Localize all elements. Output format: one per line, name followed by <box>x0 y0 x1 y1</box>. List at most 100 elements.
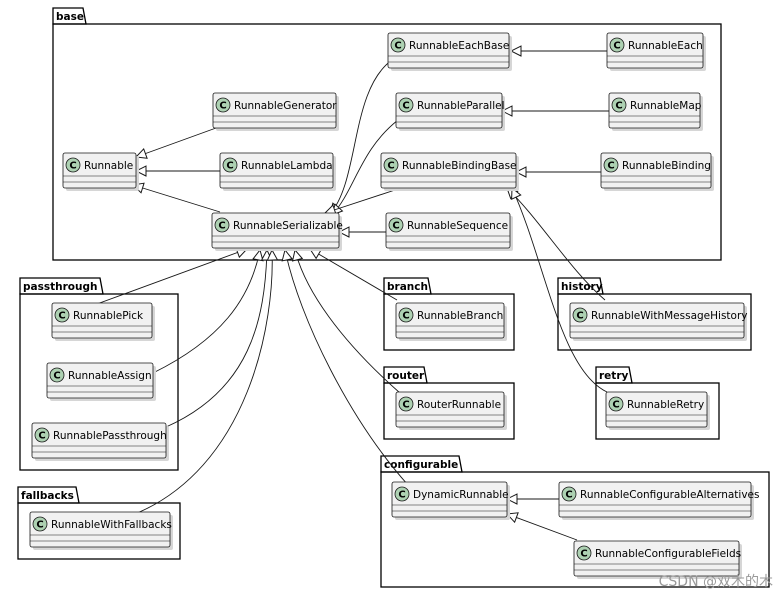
class-marker-letter: C <box>402 311 409 322</box>
edge-bindingbase-to-serializable <box>325 188 399 213</box>
class-marker-letter: C <box>402 400 409 411</box>
class-name: DynamicRunnable <box>413 489 509 501</box>
class-name: RunnableEach <box>628 40 703 52</box>
edge-serializable-to-runnable <box>133 185 221 213</box>
class-marker-letter: C <box>613 41 620 52</box>
class-marker-icon <box>608 396 624 412</box>
edge-fields-to-dynamic <box>507 514 578 541</box>
class-box <box>605 391 708 428</box>
edge-branch-to-serializable <box>310 249 398 301</box>
class-name: RunnableBinding <box>622 160 711 172</box>
edge-assign-to-serializable <box>152 250 260 374</box>
class-marker-icon <box>65 157 81 173</box>
class-marker-icon <box>222 157 238 173</box>
class-marker-letter: C <box>392 221 399 232</box>
class-marker-icon <box>49 367 65 383</box>
class-marker-letter: C <box>387 161 394 172</box>
class-box <box>608 92 701 129</box>
class-name: RunnableConfigurableAlternatives <box>580 489 759 501</box>
class-marker-letter: C <box>58 311 65 322</box>
class-runnable-sequence: C RunnableSequence <box>385 212 513 251</box>
class-box <box>395 302 505 339</box>
class-marker-letter: C <box>394 41 401 52</box>
class-marker-icon <box>609 37 625 53</box>
package-passthrough: passthrough <box>19 277 179 471</box>
class-name: RunnableSequence <box>407 220 508 232</box>
class-box <box>29 511 171 548</box>
class-marker-icon <box>32 516 48 532</box>
package-label: retry <box>599 370 628 382</box>
class-box <box>31 422 167 459</box>
class-box <box>380 152 517 189</box>
edge-fallbacks-to-serializable <box>129 250 272 517</box>
class-marker-letter: C <box>398 490 405 501</box>
class-marker-letter: C <box>615 101 622 112</box>
class-marker-icon <box>572 307 588 323</box>
class-marker-letter: C <box>607 161 614 172</box>
class-box <box>606 32 704 69</box>
class-name: RunnableBindingBase <box>402 160 517 172</box>
class-marker-letter: C <box>69 161 76 172</box>
class-box <box>387 32 510 69</box>
class-runnable-pick: C RunnablePick <box>51 302 155 341</box>
package-branch: branch <box>383 277 515 351</box>
class-name: RunnableWithMessageHistory <box>591 310 747 322</box>
package-label: history <box>561 281 603 293</box>
class-runnable-each: C RunnableEach <box>606 32 706 71</box>
class-name: RunnableMap <box>630 100 702 112</box>
edge-dynamic-to-serializable <box>285 250 409 486</box>
class-name: RunnableLambda <box>241 160 333 172</box>
class-marker-icon <box>561 486 577 502</box>
class-name: RunnableRetry <box>627 399 704 411</box>
class-marker-icon <box>611 97 627 113</box>
class-runnable-configurable-fields: C RunnableConfigurableFields <box>573 540 742 579</box>
class-name: Runnable <box>84 160 133 172</box>
edges <box>85 51 609 541</box>
edge-router-to-serializable <box>295 250 401 394</box>
class-box <box>51 302 153 339</box>
package-fallbacks: fallbacks <box>17 486 181 560</box>
class-router-runnable: C RouterRunnable <box>395 391 507 430</box>
package-label: configurable <box>384 459 458 471</box>
edge-retry-to-bindingbase <box>512 188 608 393</box>
class-name: RunnableParallel <box>417 100 505 112</box>
class-runnable-map: C RunnableMap <box>608 92 703 131</box>
class-marker-icon <box>398 97 414 113</box>
edge-eachbase-to-serializable <box>330 59 393 214</box>
class-marker-letter: C <box>226 161 233 172</box>
class-name: RunnableConfigurableFields <box>595 548 741 560</box>
class-marker-icon <box>398 307 414 323</box>
edge-parallel-to-serializable <box>332 119 399 215</box>
class-marker-icon <box>383 157 399 173</box>
package-label: branch <box>387 281 428 293</box>
class-name: RunnableEachBase <box>409 40 509 52</box>
class-name: RunnablePick <box>73 310 144 322</box>
package-label: fallbacks <box>21 490 74 502</box>
class-name: RunnableWithFallbacks <box>51 519 172 531</box>
package-label: router <box>387 370 425 382</box>
class-marker-icon <box>54 307 70 323</box>
class-marker-letter: C <box>580 549 587 560</box>
class-marker-icon <box>398 396 414 412</box>
class-box <box>391 481 508 518</box>
class-marker-icon <box>388 217 404 233</box>
class-runnable: C Runnable <box>62 152 139 191</box>
class-marker-letter: C <box>402 101 409 112</box>
class-marker-icon <box>215 97 231 113</box>
class-name: RouterRunnable <box>417 399 501 411</box>
package-label: base <box>56 11 84 23</box>
class-marker-letter: C <box>38 431 45 442</box>
class-marker-letter: C <box>565 490 572 501</box>
class-name: RunnableBranch <box>417 310 503 322</box>
class-runnable-each-base: C RunnableEachBase <box>387 32 512 71</box>
class-runnable-binding-base: C RunnableBindingBase <box>380 152 519 191</box>
class-marker-icon <box>394 486 410 502</box>
class-box <box>558 481 752 518</box>
class-runnable-parallel: C RunnableParallel <box>395 92 505 131</box>
